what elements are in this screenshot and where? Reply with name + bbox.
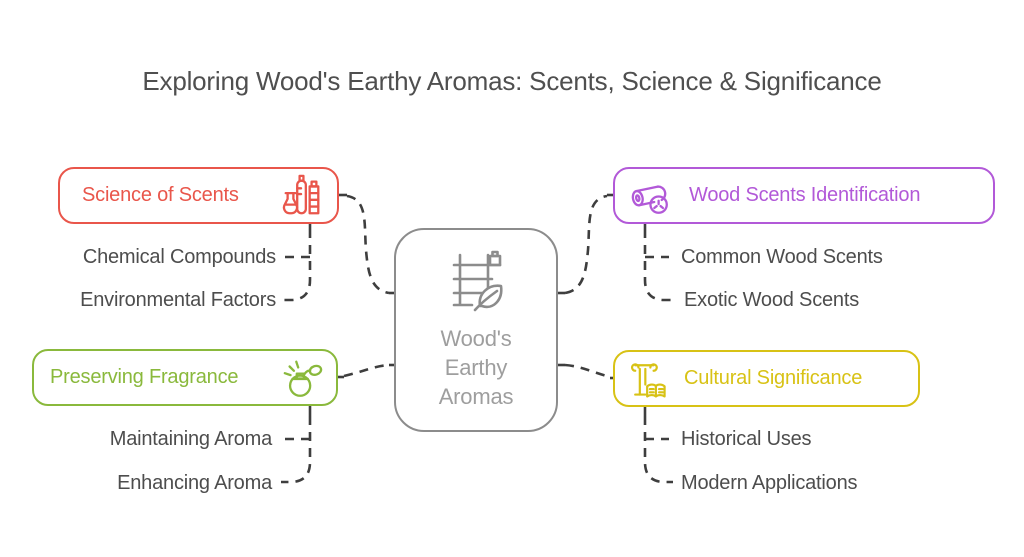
diagram-title: Exploring Wood's Earthy Aromas: Scents, … [142,66,882,96]
link-cultural-children [643,416,673,484]
center-label-line3: Aromas [438,384,514,409]
sub-node-modern-applications[interactable]: Modern Applications [681,472,858,494]
column-book-icon [627,356,671,402]
sub-node-chemical-compounds[interactable]: Chemical Compounds [82,246,276,268]
sub-node-maintaining-aroma[interactable]: Maintaining Aroma [109,428,272,450]
branch-label: Cultural Significance [684,367,863,389]
wood-log-icon [627,173,673,219]
sub-node-exotic-wood-scents[interactable]: Exotic Wood Scents [684,289,860,311]
center-node-label: Wood's Earthy Aromas [439,324,514,411]
center-label-line1: Wood's [440,326,512,351]
distillery-lab-icon [279,173,325,219]
sub-node-enhancing-aroma[interactable]: Enhancing Aroma [117,472,272,494]
sub-node-common-wood-scents[interactable]: Common Wood Scents [681,246,883,268]
link-identification-children [643,229,673,302]
link-center-to-identification [564,194,608,295]
center-label-line2: Earthy [444,355,508,380]
lumber-stack-leaf-icon [445,248,507,318]
sub-node-environmental-factors[interactable]: Environmental Factors [80,289,276,311]
branch-label: Wood Scents Identification [689,184,921,206]
center-node[interactable]: Wood's Earthy Aromas [394,228,558,432]
link-preserving-to-center [343,363,390,378]
branch-label: Preserving Fragrance [50,366,239,388]
branch-node-science-of-scents[interactable]: Science of Scents [58,167,339,224]
link-science-to-center [346,194,390,295]
link-preserving-children [281,416,312,484]
branch-node-preserving-fragrance[interactable]: Preserving Fragrance [32,349,338,406]
branch-node-wood-scents-identification[interactable]: Wood Scents Identification [613,167,995,224]
link-science-children [281,229,312,302]
branch-node-cultural-significance[interactable]: Cultural Significance [613,350,920,407]
branch-label: Science of Scents [82,184,239,206]
link-center-to-cultural [564,363,611,379]
perfume-atomizer-icon [280,355,326,401]
sub-node-historical-uses[interactable]: Historical Uses [681,428,812,450]
